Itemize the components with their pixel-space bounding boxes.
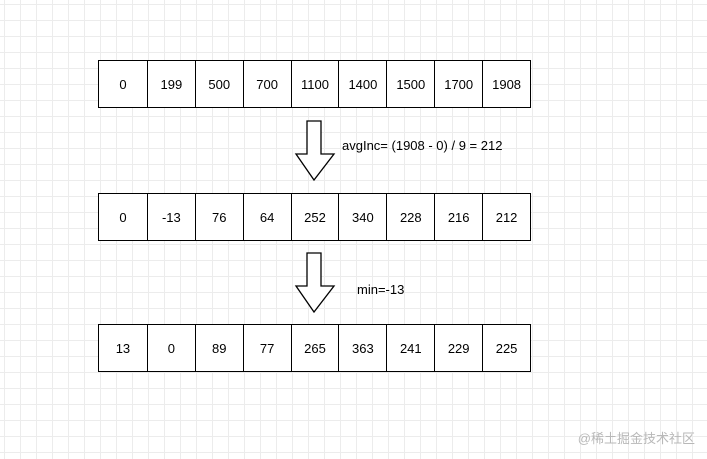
array-cell: 89: [194, 325, 243, 371]
array-cell: 229: [434, 325, 482, 371]
array-cell: 1100: [290, 61, 339, 107]
array-cell: 0: [119, 76, 127, 92]
array-cell: 1500: [386, 61, 434, 107]
array-cell: 228: [386, 194, 434, 240]
array-cell: 225: [482, 325, 530, 371]
array-cell: -13: [146, 194, 195, 240]
array-cell: 64: [242, 194, 291, 240]
array-cell: 265: [290, 325, 339, 371]
avg-increment-annotation: avgInc= (1908 - 0) / 9 = 212: [342, 138, 503, 153]
array-cell: 1700: [434, 61, 482, 107]
array-cell: 700: [242, 61, 291, 107]
array-cell: 0: [146, 325, 195, 371]
array-cell: 241: [386, 325, 434, 371]
array-cell: 1908: [482, 61, 530, 107]
delta-array: 0 -13 76 64 252 340 228 216 212: [98, 193, 531, 241]
array-cell: 0: [119, 209, 127, 225]
watermark: @稀土掘金技术社区: [577, 431, 695, 446]
array-cell: 212: [482, 194, 530, 240]
shifted-array: 13 0 89 77 265 363 241 229 225: [98, 324, 531, 372]
array-cell: 1400: [338, 61, 386, 107]
down-arrow-icon: [294, 120, 336, 182]
array-cell: 76: [194, 194, 243, 240]
array-cell: 252: [290, 194, 339, 240]
min-annotation: min=-13: [357, 282, 405, 297]
array-cell: 77: [242, 325, 291, 371]
original-array: 0 199 500 700 1100 1400 1500 1700 1908: [98, 60, 531, 108]
down-arrow-icon: [294, 252, 336, 314]
array-cell: 199: [146, 61, 195, 107]
array-cell: 500: [194, 61, 243, 107]
array-cell: 340: [338, 194, 386, 240]
array-cell: 13: [115, 340, 131, 356]
array-cell: 216: [434, 194, 482, 240]
array-cell: 363: [338, 325, 386, 371]
